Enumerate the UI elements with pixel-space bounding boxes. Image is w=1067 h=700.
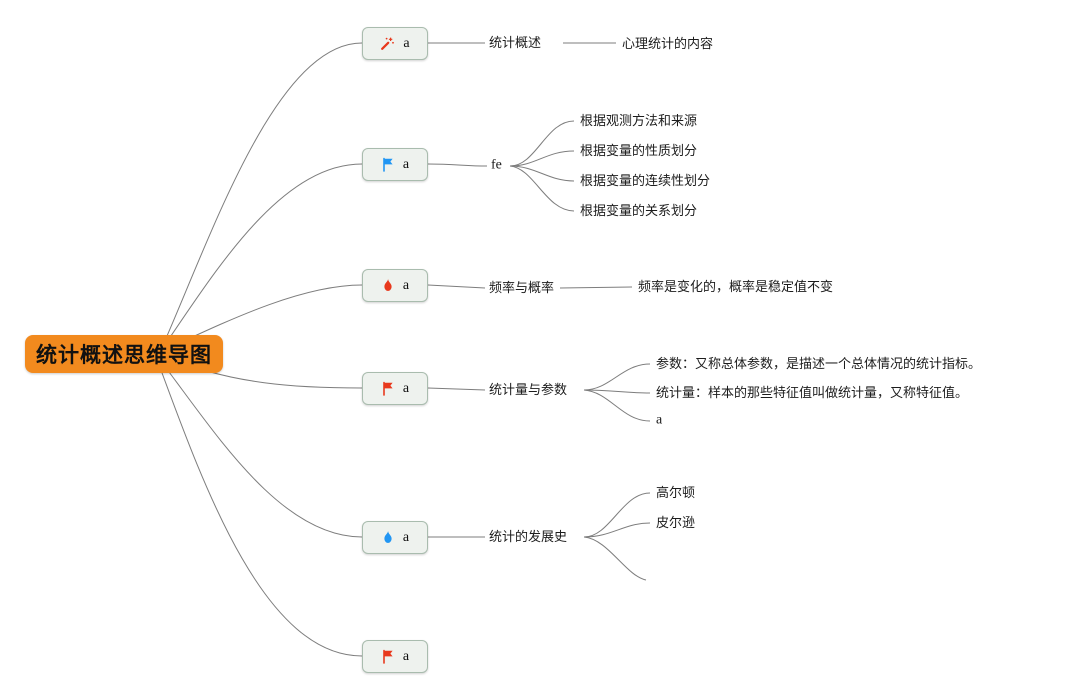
branch-icon-node[interactable]: a (362, 269, 428, 302)
branch-icon-node[interactable]: a (362, 27, 428, 60)
branch-label[interactable]: 统计量与参数 (489, 382, 568, 398)
child-label[interactable]: 根据变量的关系划分 (580, 203, 698, 219)
flame-icon (381, 530, 395, 545)
child-label[interactable]: a (656, 412, 663, 428)
branch-label[interactable]: fe (491, 157, 502, 173)
connector (509, 165, 575, 212)
icon-node-label: a (402, 380, 410, 396)
connector (509, 120, 575, 167)
child-label[interactable]: 皮尔逊 (656, 515, 696, 531)
branch-icon-node[interactable]: a (362, 521, 428, 554)
child-label[interactable]: 根据观测方法和来源 (580, 113, 698, 129)
child-label[interactable]: 参数：又称总体参数，是描述一个总体情况的统计指标。 (656, 356, 982, 372)
branch-label[interactable]: 统计概述 (489, 35, 542, 51)
connector (159, 359, 363, 538)
branch-label[interactable]: 频率与概率 (489, 280, 555, 296)
branch-icon-node[interactable]: a (362, 640, 428, 673)
connector (509, 150, 575, 167)
flag-icon (381, 649, 395, 664)
connector (159, 42, 363, 353)
connector (583, 522, 651, 538)
flag-icon (381, 381, 395, 396)
connector (157, 361, 363, 657)
branch-label[interactable]: 统计的发展史 (489, 529, 568, 545)
icon-node-label: a (402, 529, 410, 545)
flag-icon (381, 157, 395, 172)
connector (427, 163, 488, 167)
connector (427, 284, 486, 289)
branch-icon-node[interactable]: a (362, 372, 428, 405)
flame-icon (381, 278, 395, 293)
icon-node-label: a (402, 648, 410, 664)
child-label[interactable]: 统计量：样本的那些特征值叫做统计量，又称特征值。 (656, 385, 969, 401)
icon-node-label: a (402, 277, 410, 293)
connector (583, 389, 651, 422)
connector (509, 165, 575, 182)
connector (427, 387, 486, 391)
wand-icon (380, 36, 395, 51)
child-label[interactable]: 根据变量的连续性划分 (580, 173, 711, 189)
connector (559, 286, 633, 289)
child-label[interactable]: 根据变量的性质划分 (580, 143, 698, 159)
connector (583, 389, 651, 394)
connector (159, 163, 363, 353)
connector (583, 363, 651, 391)
root-node[interactable]: 统计概述思维导图 (25, 335, 223, 373)
icon-node-label: a (403, 35, 410, 51)
connector (583, 536, 647, 581)
connector (583, 492, 651, 538)
child-label[interactable]: 频率是变化的，概率是稳定值不变 (638, 279, 834, 295)
child-label[interactable]: 心理统计的内容 (622, 36, 714, 52)
child-label[interactable]: 高尔顿 (656, 485, 696, 501)
icon-node-label: a (402, 156, 410, 172)
branch-icon-node[interactable]: a (362, 148, 428, 181)
